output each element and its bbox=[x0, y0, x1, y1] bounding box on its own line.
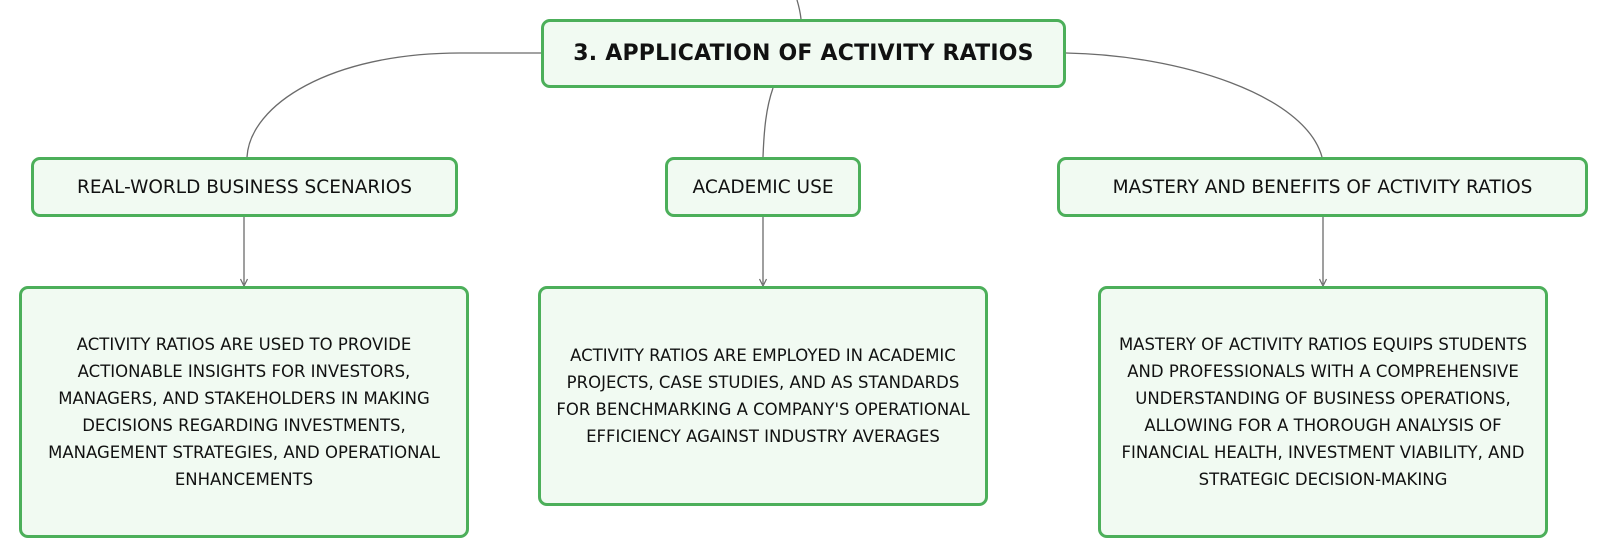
detail-text: MASTERY OF ACTIVITY RATIOS EQUIPS STUDEN… bbox=[1118, 335, 1528, 489]
connector-root-to-academic bbox=[762, 87, 774, 158]
detail-text: ACTIVITY RATIOS ARE EMPLOYED IN ACADEMIC… bbox=[556, 346, 970, 446]
detail-node-real-world-business-scenarios[interactable]: ACTIVITY RATIOS ARE USED TO PROVIDE ACTI… bbox=[19, 286, 469, 538]
branch-label: REAL-WORLD BUSINESS SCENARIOS bbox=[76, 176, 413, 198]
branch-node-real-world-business-scenarios[interactable]: REAL-WORLD BUSINESS SCENARIOS bbox=[31, 157, 458, 217]
root-topic-node[interactable]: 3. APPLICATION OF ACTIVITY RATIOS bbox=[541, 19, 1066, 88]
arrowhead-academic bbox=[758, 278, 768, 288]
arrowhead-mastery bbox=[1318, 278, 1328, 288]
branch-node-mastery-and-benefits[interactable]: MASTERY AND BENEFITS OF ACTIVITY RATIOS bbox=[1057, 157, 1588, 217]
arrowhead-real-world bbox=[239, 278, 249, 288]
branch-label: ACADEMIC USE bbox=[692, 176, 834, 198]
branch-node-academic-use[interactable]: ACADEMIC USE bbox=[665, 157, 861, 217]
root-topic-label: 3. APPLICATION OF ACTIVITY RATIOS bbox=[573, 41, 1034, 66]
connector-root-to-real-world bbox=[246, 52, 541, 158]
branch-label: MASTERY AND BENEFITS OF ACTIVITY RATIOS bbox=[1112, 176, 1533, 198]
connector-root-to-mastery bbox=[1065, 52, 1323, 158]
connector-parent-to-root bbox=[796, 0, 802, 20]
detail-node-academic-use[interactable]: ACTIVITY RATIOS ARE EMPLOYED IN ACADEMIC… bbox=[538, 286, 988, 506]
detail-node-mastery-and-benefits[interactable]: MASTERY OF ACTIVITY RATIOS EQUIPS STUDEN… bbox=[1098, 286, 1548, 538]
detail-text: ACTIVITY RATIOS ARE USED TO PROVIDE ACTI… bbox=[48, 335, 440, 489]
